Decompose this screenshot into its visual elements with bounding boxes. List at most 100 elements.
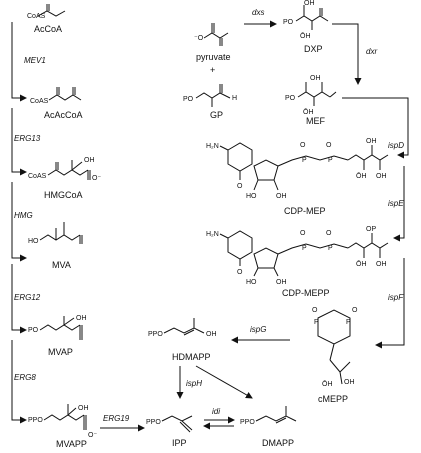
pyruvate-structure: ⁻O (194, 23, 229, 46)
compound-label-mvap: MVAP (48, 347, 73, 357)
enzyme-label-dxr: dxr (366, 47, 377, 56)
compound-label-gp: GP (210, 110, 223, 120)
cdp-mep-structure: H₂N O HO OH O O P P OH ŌH OH (206, 138, 389, 200)
compound-label-cdp-mepp: CDP-MEPP (282, 288, 330, 298)
svg-text:OH: OH (304, 0, 315, 7)
compound-label-hmgcoa: HMGCoA (44, 190, 83, 200)
svg-text:P: P (314, 319, 319, 326)
svg-text:O: O (352, 307, 358, 314)
mvapp-structure: PPO OH O⁻ (28, 404, 97, 439)
enzyme-label-ispd: ispD (388, 141, 404, 150)
svg-text:P: P (346, 319, 351, 326)
gp-structure: PO H (183, 84, 237, 107)
svg-text:ŌH: ŌH (356, 172, 367, 180)
svg-text:HO: HO (28, 238, 39, 245)
svg-text:PO: PO (28, 327, 39, 334)
svg-text:ŌH: ŌH (356, 260, 367, 268)
arrow-dxr (332, 23, 362, 85)
enzyme-label-ispe: ispE (388, 199, 404, 208)
svg-text:O: O (237, 183, 243, 190)
svg-text:OH: OH (78, 405, 89, 412)
hmgcoa-structure: CoAS OH O⁻ (28, 157, 101, 182)
mef-structure: PO OH ŌH (285, 75, 337, 116)
arrow-erg8 (11, 340, 27, 424)
svg-text:PPO: PPO (148, 331, 163, 338)
svg-text:P: P (302, 157, 307, 164)
mvap-structure: PO OH (28, 315, 87, 340)
compound-label-dxp: DXP (304, 44, 323, 54)
svg-text:P: P (302, 245, 307, 252)
enzyme-label-hmg: HMG (14, 211, 33, 220)
enzyme-label-erg19: ERG19 (103, 414, 130, 423)
enzyme-label-ispf: ispF (388, 293, 404, 302)
enzyme-label-erg13: ERG13 (14, 134, 41, 143)
compound-label-acacoa: AcAcCoA (44, 110, 83, 120)
svg-text:OH: OH (376, 173, 387, 180)
arrow-mev1 (11, 22, 27, 102)
arrow-idi (203, 416, 235, 430)
svg-text:CoAS: CoAS (28, 173, 47, 180)
compound-label-mef: MEF (306, 116, 326, 126)
svg-text:PPO: PPO (146, 419, 161, 426)
arrow-hmg (11, 182, 27, 262)
svg-text:PO: PO (183, 96, 194, 103)
enzyme-label-isph: ispH (186, 379, 202, 388)
arrow-erg12 (11, 264, 27, 334)
enzyme-label-dxs: dxs (252, 8, 264, 17)
svg-text:ŌH: ŌH (322, 380, 333, 388)
svg-text:HO: HO (246, 279, 257, 286)
svg-text:O: O (237, 269, 243, 276)
svg-text:O: O (300, 230, 306, 237)
svg-text:O: O (326, 142, 332, 149)
enzyme-label-erg8: ERG8 (14, 373, 36, 382)
compound-label-pyruvate: pyruvate (196, 52, 231, 62)
compound-label-cmepp: cMEPP (318, 394, 348, 404)
svg-text:CoAS: CoAS (27, 13, 46, 20)
hdmapp-structure: PPO OH (148, 318, 217, 338)
compound-label-mva: MVA (52, 260, 71, 270)
svg-text:O⁻: O⁻ (92, 175, 101, 182)
svg-text:OH: OH (366, 138, 377, 145)
arrow-ispe (393, 166, 405, 242)
arrow-erg13 (11, 108, 27, 176)
svg-text:OH: OH (376, 261, 387, 268)
svg-text:OP: OP (366, 226, 376, 233)
dxp-structure: PO OH ŌH (283, 0, 329, 40)
svg-text:PO: PO (285, 95, 296, 102)
compound-label-cdp-mep: CDP-MEP (284, 206, 326, 216)
cmepp-structure: O O P P ŌH OH (312, 307, 358, 388)
compound-label-mvapp: MVAPP (56, 439, 87, 449)
arrow-ispf (375, 258, 405, 349)
svg-text:O⁻: O⁻ (88, 432, 97, 439)
arrow-isph-dmapp (195, 365, 253, 399)
svg-text:OH: OH (276, 193, 287, 200)
svg-text:OH: OH (76, 315, 87, 322)
compound-label-ipp: IPP (172, 438, 187, 448)
svg-text:PPO: PPO (28, 417, 43, 424)
dmapp-structure: PPO (240, 406, 297, 426)
svg-text:H₂N: H₂N (206, 231, 219, 238)
svg-text:OH: OH (84, 157, 95, 164)
svg-text:P: P (328, 245, 333, 252)
svg-text:O: O (312, 307, 318, 314)
svg-text:ŌH: ŌH (300, 32, 311, 40)
enzyme-label-ispg: ispG (250, 325, 266, 334)
svg-text:⁻O: ⁻O (194, 35, 204, 42)
enzyme-label-erg12: ERG12 (14, 293, 41, 302)
svg-text:OH: OH (206, 331, 217, 338)
svg-text:O: O (326, 230, 332, 237)
cdp-mepp-structure: H₂N O HO OH O O P P OP ŌH OH (206, 226, 389, 286)
mva-structure: HO (28, 222, 83, 245)
enzyme-label-idi: idi (212, 407, 220, 416)
svg-text:O: O (300, 142, 306, 149)
svg-text:PPO: PPO (240, 419, 255, 426)
svg-text:OH: OH (344, 379, 355, 386)
compound-label-accoa: AcCoA (34, 24, 62, 34)
svg-text:OH: OH (276, 279, 287, 286)
svg-text:HO: HO (246, 193, 257, 200)
enzyme-label-mev1: MEV1 (24, 56, 46, 65)
acacoa-structure: CoAS (30, 87, 82, 105)
accoa-structure: CoAS (27, 4, 66, 20)
svg-text:ŌH: ŌH (303, 108, 314, 116)
